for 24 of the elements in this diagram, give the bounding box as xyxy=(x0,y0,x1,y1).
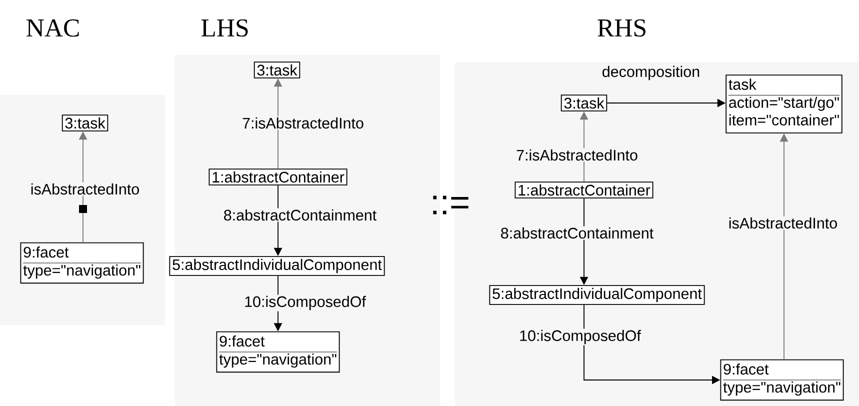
rule-operator: ::= xyxy=(433,196,468,214)
object-box: 5:abstractIndividualComponent xyxy=(489,285,705,305)
object-box: 9:facet type="navigation" xyxy=(720,359,844,401)
object-box: 5:abstractIndividualComponent xyxy=(169,256,385,276)
edge-label: 10:isComposedOf xyxy=(520,330,641,344)
edge-label: 10:isComposedOf xyxy=(245,296,366,310)
object-box: 9:facet type="navigation" xyxy=(216,331,340,373)
panel-heading: NAC xyxy=(26,19,79,37)
object-box: task action="start/go" item="container" xyxy=(726,74,842,134)
edge-label: isAbstractedInto xyxy=(729,217,837,229)
object-box: 3:task xyxy=(62,114,108,132)
panel-heading: RHS xyxy=(598,19,646,37)
object-box: 9:facet type="navigation" xyxy=(20,242,144,284)
edge-label: 8:abstractContainment xyxy=(501,227,654,239)
edge-label: decomposition xyxy=(602,66,700,80)
object-box: 3:task xyxy=(254,62,300,78)
panel-heading: LHS xyxy=(201,19,248,37)
object-box: 1:abstractContainer xyxy=(514,182,654,198)
edge-label: isAbstractedInto xyxy=(31,183,139,195)
object-box: 3:task xyxy=(560,94,608,112)
edge-label: 8:abstractContainment xyxy=(224,209,376,221)
edge-label: 7:isAbstractedInto xyxy=(516,149,638,161)
edge-label: 7:isAbstractedInto xyxy=(242,117,364,129)
object-box: 1:abstractContainer xyxy=(208,168,348,186)
